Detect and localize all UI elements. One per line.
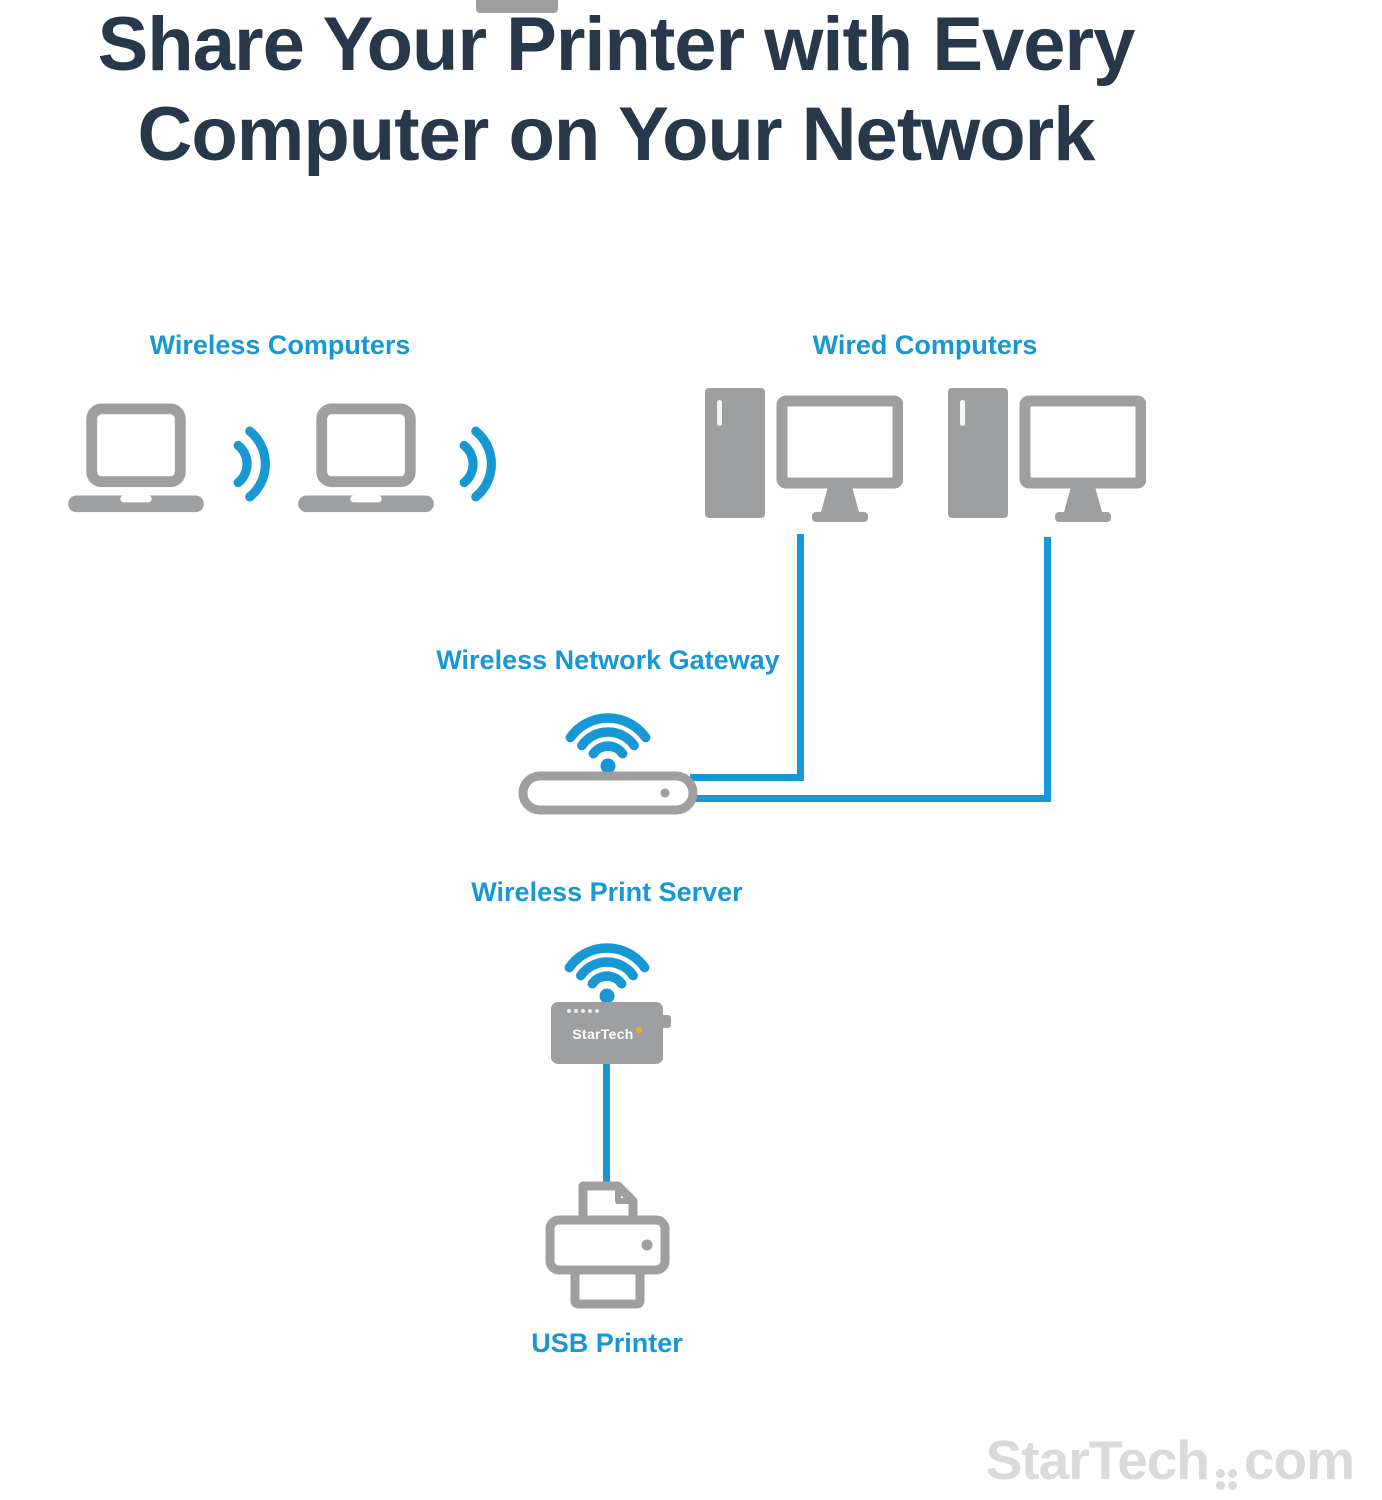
vent-dots (567, 1009, 599, 1013)
printer-icon (545, 1181, 670, 1309)
laptop-icon (68, 403, 204, 513)
print-server-icon: StarTech (551, 1002, 671, 1064)
laptop-icon (298, 403, 434, 513)
watermark-suffix: com (1243, 1429, 1355, 1491)
watermark-brand: StarTech (985, 1429, 1210, 1491)
label-wireless-network-gateway: Wireless Network Gateway (436, 645, 780, 675)
connection-line-printer (603, 1064, 610, 1184)
connection-line-vertical-2 (1044, 537, 1051, 802)
page-title: Share Your Printer with Every Computer o… (0, 0, 1232, 179)
desktop-computer-icon (705, 388, 903, 522)
router-icon (518, 771, 698, 815)
label-usb-printer: USB Printer (531, 1328, 683, 1358)
label-wired-computers: Wired Computers (812, 330, 1038, 360)
watermark-dot-grid (1215, 1469, 1237, 1490)
cropped-icon-artifact (476, 0, 558, 13)
label-wireless-computers: Wireless Computers (149, 330, 411, 360)
connection-line-horizontal-1 (690, 774, 804, 781)
wifi-waves-icon (233, 426, 270, 502)
wifi-waves-icon (459, 426, 496, 502)
print-server-brand: StarTech (551, 1026, 663, 1042)
connection-line-horizontal-2 (690, 795, 1051, 802)
desktop-computer-icon (948, 388, 1146, 522)
watermark-logo: StarTech com (985, 1428, 1355, 1492)
brand-orange-dot (635, 1027, 642, 1033)
wifi-signal-icon (564, 943, 650, 1004)
wifi-signal-icon (565, 713, 651, 774)
connection-line-vertical-1 (797, 534, 804, 780)
title-line-1: Share Your Printer with Every (97, 2, 1136, 87)
title-line-2: Computer on Your Network (137, 91, 1095, 177)
label-wireless-print-server: Wireless Print Server (471, 877, 743, 907)
